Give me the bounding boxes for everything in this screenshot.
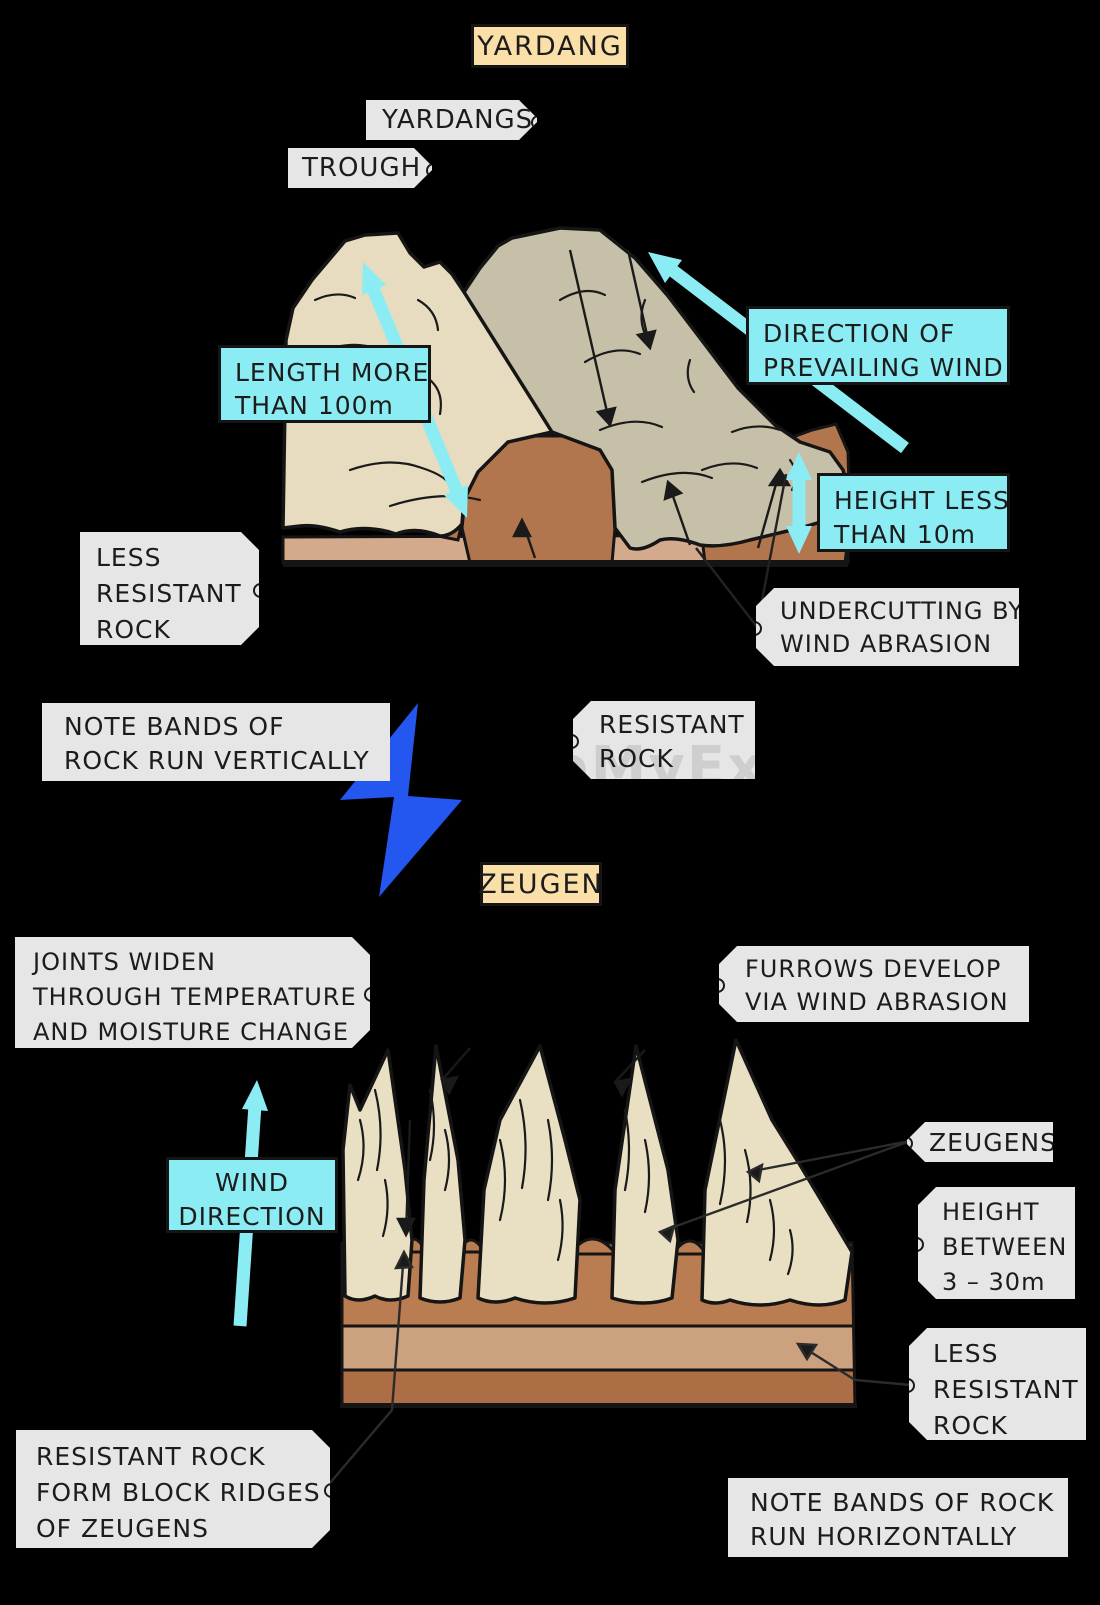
yardang-title-text: YARDANG (477, 30, 623, 62)
tag-text: ROCK (599, 744, 674, 773)
tag-resistant-rock-yardang: RESISTANT ROCK (573, 701, 755, 779)
tag-text: RESISTANT (933, 1375, 1079, 1404)
zeugen-illustration (233, 1038, 912, 1491)
tag-text: FURROWS DEVELOP (745, 955, 1002, 983)
tag-trough-text: TROUGH (302, 153, 422, 183)
zeugen-detail-arrows (396, 1047, 646, 1238)
yardang-illustration (281, 226, 909, 628)
callout-direction-line2: PREVAILING WIND (763, 353, 1004, 382)
height-arrow-icon (786, 452, 812, 554)
callout-height-line2: THAN 10m (834, 520, 976, 549)
note-bands-horizontal: NOTE BANDS OF ROCK RUN HORIZONTALLY (728, 1478, 1068, 1557)
tag-zeugens: ZEUGENS (907, 1122, 1053, 1162)
resistant-rock-connector-line (323, 1249, 414, 1491)
callout-height: HEIGHT LESS THAN 10m (817, 473, 1010, 552)
tag-text: RESISTANT (599, 710, 745, 739)
tag-text: LESS (96, 543, 162, 572)
tag-yardangs: YARDANGS (366, 100, 537, 140)
tag-text: FORM BLOCK RIDGES (36, 1478, 321, 1507)
tag-resistant-rock-zeugen: RESISTANT ROCK FORM BLOCK RIDGES OF ZEUG… (16, 1430, 330, 1548)
callout-height-line1: HEIGHT LESS (834, 486, 1010, 515)
zeugen-light-band (342, 1326, 854, 1370)
tag-text: UNDERCUTTING BY (780, 597, 1024, 625)
tag-text: OF ZEUGENS (36, 1514, 209, 1543)
callout-wind-direction: WIND DIRECTION (166, 1157, 338, 1233)
note-text: RUN HORIZONTALLY (750, 1522, 1018, 1551)
callout-length-line2: THAN 100m (235, 391, 394, 420)
tag-trough: TROUGH (288, 148, 432, 188)
callout-direction-line1: DIRECTION OF (763, 319, 956, 348)
note-text: NOTE BANDS OF ROCK (750, 1488, 1055, 1517)
tag-text: BETWEEN (942, 1233, 1068, 1261)
tag-text: 3 – 30m (942, 1268, 1046, 1296)
tag-text: RESISTANT (96, 579, 242, 608)
tag-text: LESS (933, 1339, 999, 1368)
tag-joints-widen: JOINTS WIDEN THROUGH TEMPERATURE AND MOI… (15, 937, 370, 1048)
callout-length: LENGTH MORE THAN 100m (218, 345, 431, 423)
zeugen-ridges (341, 1038, 854, 1307)
tag-text: ROCK (96, 615, 171, 644)
yardang-gray-rock (462, 226, 852, 551)
tag-text: WIND ABRASION (780, 630, 993, 658)
lightning-bolt-icon (340, 703, 462, 897)
tag-text: VIA WIND ABRASION (745, 988, 1009, 1016)
note-text: ROCK RUN VERTICALLY (64, 746, 370, 775)
yardang-title: YARDANG (471, 24, 629, 68)
tag-text: JOINTS WIDEN (33, 948, 216, 976)
tag-zeugens-text: ZEUGENS (929, 1127, 1057, 1157)
tag-less-resistant-rock-zeugen: LESS RESISTANT ROCK (909, 1328, 1086, 1440)
tag-furrows: FURROWS DEVELOP VIA WIND ABRASION (719, 946, 1029, 1022)
tag-text: ROCK (933, 1411, 1008, 1440)
callout-wind-line1: WIND (214, 1168, 290, 1197)
yardang-ground-line (283, 560, 848, 567)
note-bands-vertical: NOTE BANDS OF ROCK RUN VERTICALLY (42, 703, 390, 781)
tag-undercutting: UNDERCUTTING BY WIND ABRASION (756, 588, 1019, 666)
zeugen-ridge-squiggles (356, 1088, 794, 1276)
note-text: NOTE BANDS OF (64, 712, 285, 741)
zeugens-connector-lines (657, 1139, 911, 1244)
zeugen-dark-band (342, 1370, 855, 1406)
tag-yardangs-text: YARDANGS (382, 105, 534, 135)
tag-text: HEIGHT (942, 1198, 1040, 1226)
callout-direction: DIRECTION OF PREVAILING WIND (746, 306, 1010, 385)
tag-text: THROUGH TEMPERATURE (33, 983, 357, 1011)
callout-wind-line2: DIRECTION (178, 1202, 326, 1231)
callout-length-line1: LENGTH MORE (235, 358, 430, 387)
less-resistant-connector-line (795, 1342, 912, 1387)
zeugen-title: ZEUGEN (478, 862, 604, 906)
tag-text: RESISTANT ROCK (36, 1442, 266, 1471)
tag-height-between: HEIGHT BETWEEN 3 – 30m (918, 1187, 1075, 1299)
tag-less-resistant-rock-yardang: LESS RESISTANT ROCK (80, 532, 259, 645)
tag-text: AND MOISTURE CHANGE (33, 1018, 350, 1046)
zeugen-title-text: ZEUGEN (478, 868, 604, 900)
